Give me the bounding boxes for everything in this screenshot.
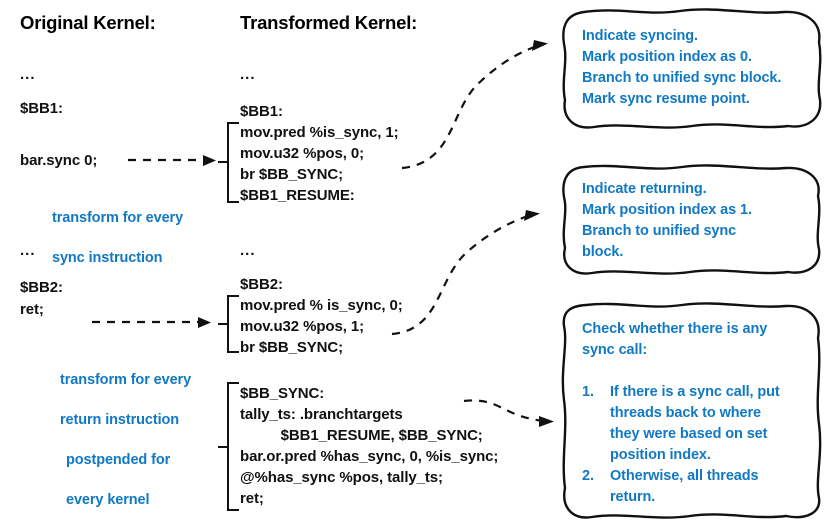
- callout-line: sync call:: [582, 342, 648, 358]
- callout-line: threads back to where: [610, 405, 762, 421]
- callout-bubble-1-outline: [562, 8, 822, 129]
- transformed-label-bb-sync: $BB_SYNC:: [240, 385, 325, 402]
- original-instruction-ret: ret;: [20, 301, 44, 318]
- callout-list-number: 2.: [582, 468, 594, 484]
- annotation-transform-return-line2: return instruction: [60, 412, 180, 428]
- original-label-bb2: $BB2:: [20, 279, 63, 296]
- callout-bubble-2-text: Indicate returning. Mark position index …: [560, 163, 824, 263]
- code-line: $BB1_RESUME, $BB_SYNC;: [240, 427, 483, 444]
- annotation-transform-sync-line1: transform for every: [52, 210, 184, 226]
- callout-line: return.: [610, 489, 656, 505]
- callout-list-body: Otherwise, all threads return.: [610, 466, 818, 508]
- arrow-sync-to-transform: [128, 155, 216, 166]
- code-line: mov.u32 %pos, 0;: [240, 145, 364, 162]
- original-label-bb1: $BB1:: [20, 100, 63, 117]
- arrow-bb1-to-callout-1: [401, 40, 548, 170]
- transformed-ellipsis-mid: ...: [240, 242, 256, 259]
- callout-list-item-1: 1. If there is a sync call, put threads …: [582, 382, 818, 466]
- transformed-bb2-block: mov.pred % is_sync, 0; mov.u32 %pos, 1; …: [240, 295, 403, 358]
- code-line: br $BB_SYNC;: [240, 339, 343, 356]
- transformed-label-bb2: $BB2:: [240, 276, 283, 293]
- callout-line: Indicate syncing.: [582, 28, 698, 44]
- callout-line: Branch to unified sync block.: [582, 70, 782, 86]
- callout-list-item-2: 2. Otherwise, all threads return.: [582, 466, 818, 508]
- code-line: ret;: [240, 490, 264, 507]
- callout-line: they were based on set: [610, 426, 768, 442]
- code-line: tally_ts: .branchtargets: [240, 406, 403, 423]
- callout-line: If there is a sync call, put: [610, 384, 780, 400]
- callout-line: Mark position index as 1.: [582, 202, 752, 218]
- original-ellipsis-mid: ...: [20, 242, 36, 259]
- callout-line: Indicate returning.: [582, 181, 707, 197]
- code-line: br $BB_SYNC;: [240, 166, 343, 183]
- transformed-ellipsis-top: ...: [240, 66, 256, 83]
- callout-line: Mark sync resume point.: [582, 91, 750, 107]
- original-ellipsis-top: ...: [20, 66, 36, 83]
- annotation-postpended: postpended for every kernel: [66, 430, 266, 528]
- callout-spacer: [582, 361, 818, 382]
- arrow-bb2-to-callout-2: [391, 210, 540, 336]
- callout-bubble-2-outline: [562, 164, 821, 275]
- callout-line: Check whether there is any: [582, 321, 768, 337]
- callout-line: block.: [582, 244, 624, 260]
- callout-bubble-1-text: Indicate syncing. Mark position index as…: [560, 8, 824, 110]
- transformed-bb1-block: mov.pred %is_sync, 1; mov.u32 %pos, 0; b…: [240, 122, 399, 206]
- code-line: $BB1_RESUME:: [240, 187, 355, 204]
- code-line: mov.pred %is_sync, 1;: [240, 124, 399, 141]
- callout-list-body: If there is a sync call, put threads bac…: [610, 382, 818, 466]
- callout-line: Branch to unified sync: [582, 223, 737, 239]
- transformed-label-bb1: $BB1:: [240, 103, 283, 120]
- callout-line: Otherwise, all threads: [610, 468, 759, 484]
- callout-bubble-3-text: Check whether there is any sync call: 1.…: [560, 300, 818, 508]
- code-line: @%has_sync %pos, tally_ts;: [240, 469, 443, 486]
- annotation-postpended-line1: postpended for: [66, 452, 171, 468]
- annotation-transform-return-line1: transform for every: [60, 372, 192, 388]
- callout-bubble-3-outline: [561, 302, 822, 519]
- callout-line: position index.: [610, 447, 711, 463]
- callout-line: Mark position index as 0.: [582, 49, 752, 65]
- brace-bb2: [218, 295, 239, 353]
- callout-bubble-1: Indicate syncing. Mark position index as…: [560, 8, 824, 131]
- heading-transformed-kernel: Transformed Kernel:: [240, 12, 418, 33]
- code-line: mov.pred % is_sync, 0;: [240, 297, 403, 314]
- annotation-transform-sync: transform for every sync instruction: [52, 188, 252, 288]
- annotation-postpended-line2: every kernel: [66, 492, 150, 508]
- callout-bubble-2: Indicate returning. Mark position index …: [560, 163, 824, 277]
- arrow-ret-to-transform: [92, 317, 211, 328]
- code-line: bar.or.pred %has_sync, 0, %is_sync;: [240, 448, 499, 465]
- callout-list-number: 1.: [582, 384, 594, 400]
- original-instruction-barsync: bar.sync 0;: [20, 152, 98, 169]
- annotation-transform-sync-line2: sync instruction: [52, 250, 163, 266]
- code-line: mov.u32 %pos, 1;: [240, 318, 364, 335]
- transformed-sync-block: tally_ts: .branchtargets $BB1_RESUME, $B…: [240, 404, 498, 509]
- annotation-transform-return: transform for every return instruction: [60, 350, 260, 450]
- callout-bubble-3: Check whether there is any sync call: 1.…: [560, 300, 824, 520]
- heading-original-kernel: Original Kernel:: [20, 12, 156, 33]
